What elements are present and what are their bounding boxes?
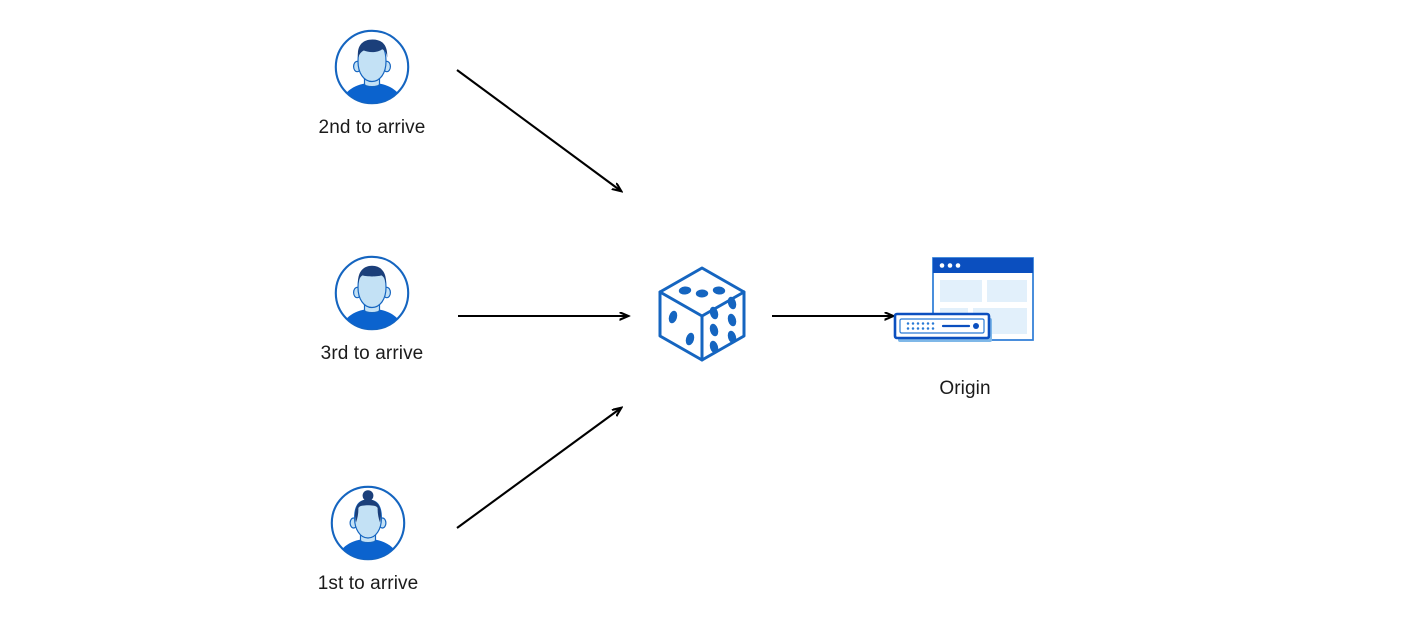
node-client-1: 2nd to arrive [292, 28, 452, 140]
node-client-3: 1st to arrive [288, 484, 448, 596]
arrow-client-1-to-dice [456, 69, 621, 191]
node-label-origin: Origin [939, 378, 991, 399]
node-client-2: 3rd to arrive [292, 254, 452, 366]
node-label-client-2: 3rd to arrive [320, 343, 424, 364]
user-avatar-icon [333, 254, 411, 332]
node-label-client-1: 2nd to arrive [318, 117, 426, 138]
arrow-client-3-to-dice [456, 408, 621, 529]
origin-server-icon [890, 252, 1040, 367]
node-randomizer [652, 262, 752, 376]
server-appliance [893, 312, 992, 342]
user-avatar-icon [329, 484, 407, 562]
dice-icon [652, 262, 752, 366]
user-avatar-icon [333, 28, 411, 106]
node-label-client-3: 1st to arrive [317, 573, 419, 594]
node-origin: Origin [885, 252, 1045, 401]
